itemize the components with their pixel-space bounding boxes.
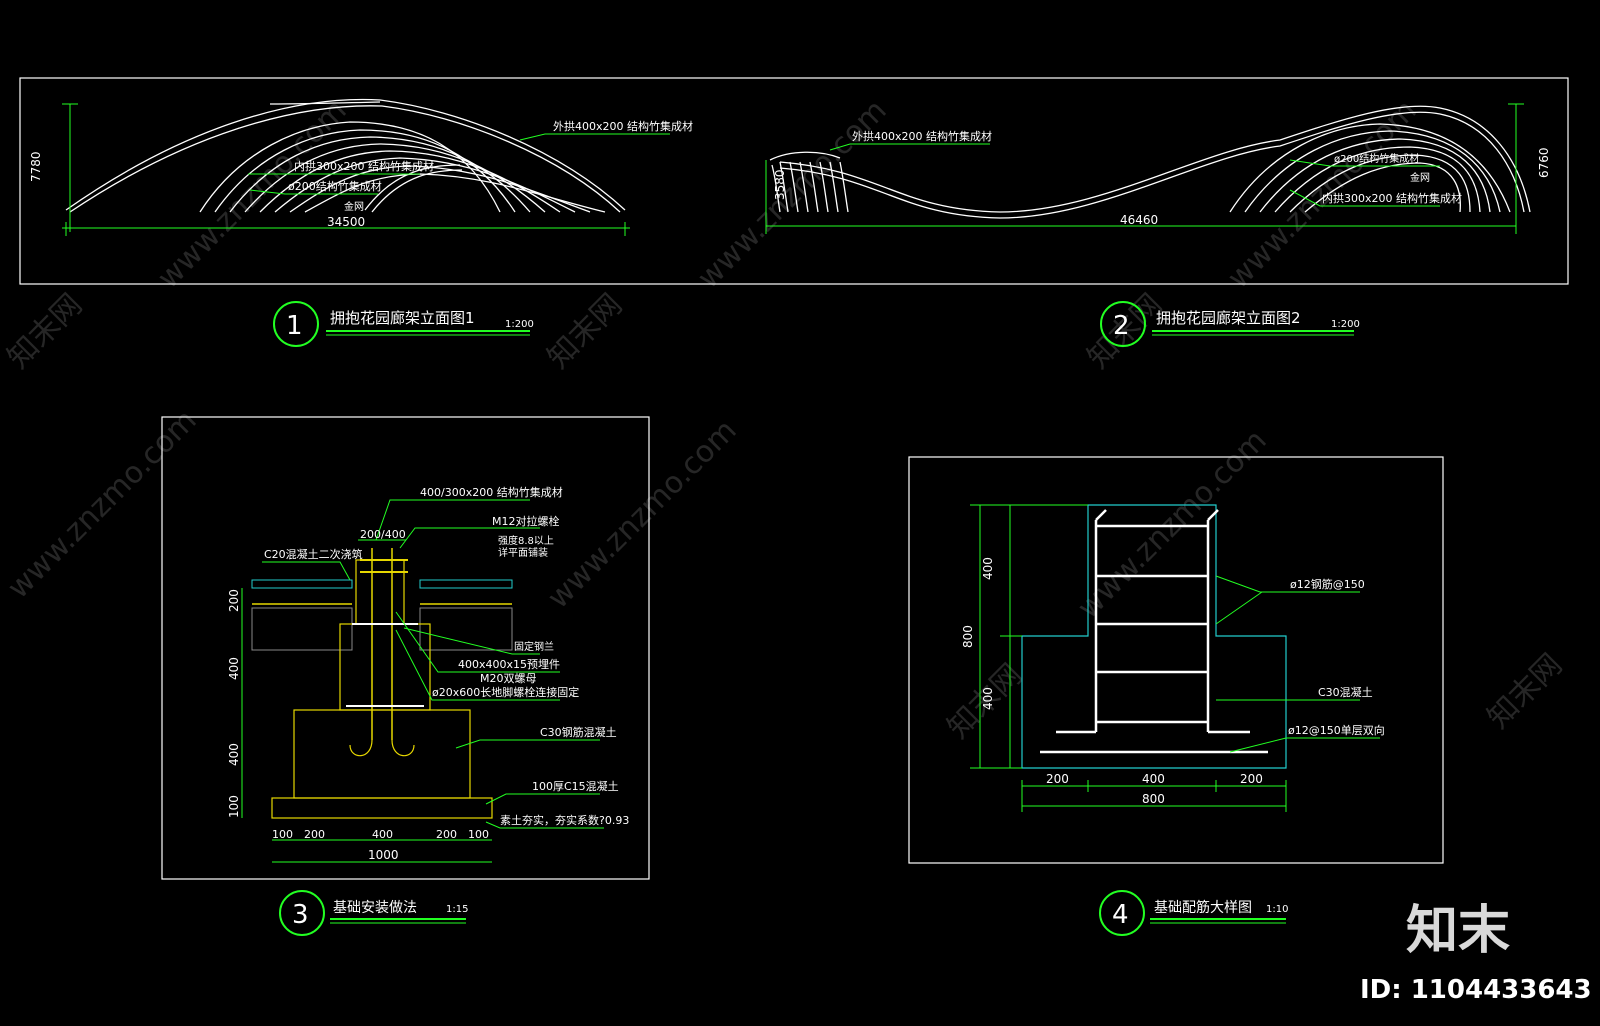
brand-logo: 知末 [1406, 901, 1510, 961]
drawing-3-label-grade: 强度8.8以上 [498, 534, 554, 547]
drawing-3-label-member: 400/300x200 结构竹集成材 [420, 485, 563, 499]
drawing-4-dim-total: 800 [1142, 792, 1165, 806]
drawing-4-dim-h-200a: 200 [1046, 772, 1069, 786]
title-block-2: 2 拥抱花园廊架立面图2 1:200 [1100, 301, 1360, 347]
watermark-site-2: www.znzmo.com [691, 93, 894, 296]
drawing-3-label-c20: C20混凝土二次浇筑 [264, 547, 363, 561]
drawing-1-height-dim: 7780 [29, 151, 43, 182]
drawing-3-dim-h-200a: 200 [304, 828, 325, 841]
drawing-1-outer-arch [65, 98, 626, 213]
watermark-brand-5: 知末网 [1481, 647, 1569, 735]
title-4-text: 基础配筋大样图 [1154, 899, 1252, 916]
drawing-2-width-dim: 46460 [1120, 213, 1158, 227]
title-1-number: 1 [286, 311, 303, 341]
drawing-2-height-left-dim: 3580 [773, 169, 787, 200]
watermark-site-5: www.znzmo.com [541, 413, 744, 616]
drawing-3-label-plate: 400x400x15预埋件 [458, 658, 560, 671]
watermark-site-6: www.znzmo.com [1071, 423, 1274, 626]
drawing-1-inner-arches [199, 121, 606, 213]
drawing-3-dim-h-100b: 100 [468, 828, 489, 841]
drawing-4-rebar-cage [1040, 509, 1268, 754]
drawing-3-dim-h-200b: 200 [436, 828, 457, 841]
drawing-3-gravel-left [251, 607, 353, 651]
image-id-label: ID: 1104433643 [1360, 975, 1592, 1005]
drawing-1-2-frame [19, 77, 1569, 285]
drawing-4-rebar-detail: 400 400 800 200 400 200 800 ø12钢筋@150 C3… [908, 456, 1444, 864]
drawing-3-label-c30: C30钢筋混凝土 [540, 725, 617, 739]
title-2-number: 2 [1113, 311, 1130, 341]
drawing-1-label-pipe: ø200结构竹集成材 [288, 179, 382, 193]
drawing-4-label-concrete: C30混凝土 [1318, 685, 1373, 699]
drawing-3-label-soil: 素土夯实，夯实系数?0.93 [500, 813, 629, 827]
drawing-4-label-rebar: ø12钢筋@150 [1290, 577, 1365, 591]
title-block-4: 4 基础配筋大样图 1:10 [1099, 890, 1288, 936]
drawing-3-label-finish: 详平面铺装 [498, 546, 548, 559]
drawing-3-label-m20: M20双螺母 [480, 672, 537, 685]
drawing-3-dim-v-400a: 400 [227, 657, 241, 680]
drawing-3-label-anchor: ø20x600长地脚螺栓连接固定 [432, 685, 579, 699]
drawing-2-wave-top [779, 105, 1531, 213]
drawing-1-label-steel: 金网 [344, 200, 364, 213]
drawing-3-footing [293, 709, 471, 799]
drawing-3-label-c15: 100厚C15混凝土 [532, 779, 619, 793]
drawing-2-wave-bottom [779, 111, 1525, 219]
drawing-2-label-inner: 内拱300x200 结构竹集成材 [1322, 191, 1462, 205]
drawing-2-elevation: 46460 3580 6760 外拱400x200 结构竹集成材 ø200结构竹… [765, 103, 1551, 234]
drawing-3-post-base [355, 559, 405, 625]
drawing-1-label-outer: 外拱400x200 结构竹集成材 [553, 119, 693, 133]
drawing-3-dim-total: 1000 [368, 848, 399, 862]
drawing-4-frame [908, 456, 1444, 864]
drawing-2-label-steel: 金网 [1410, 171, 1430, 184]
drawing-4-concrete-outline [1021, 504, 1287, 769]
drawing-3-dim-v-200: 200 [227, 589, 241, 612]
drawing-3-label-size: 200/400 [360, 528, 406, 541]
title-2-text: 拥抱花园廊架立面图2 [1156, 309, 1301, 327]
drawing-3-dim-h-400: 400 [372, 828, 393, 841]
drawing-3-frame [161, 416, 650, 880]
drawing-3-dim-v-400b: 400 [227, 743, 241, 766]
drawing-4-label-bottom: ø12@150单层双向 [1288, 723, 1385, 737]
title-4-scale: 1:10 [1266, 904, 1288, 915]
drawing-1-width-dim: 34500 [327, 215, 365, 229]
drawing-4-dim-v-400b: 400 [981, 687, 995, 710]
watermark-site-4: www.znzmo.com [1, 403, 204, 606]
drawing-1-small-arch-2 [371, 169, 463, 213]
title-3-number: 3 [292, 900, 309, 930]
drawing-3-label-flange: 固定钢兰 [514, 640, 554, 653]
drawing-3-dim-v-100: 100 [227, 795, 241, 818]
drawing-3-dim-h-100a: 100 [272, 828, 293, 841]
drawing-4-dim-h-400: 400 [1142, 772, 1165, 786]
drawing-3-gravel-right [419, 607, 513, 651]
drawing-2-label-outer: 外拱400x200 结构竹集成材 [852, 129, 992, 143]
title-3-scale: 1:15 [446, 904, 468, 915]
drawing-2-right-arches [1229, 123, 1511, 213]
watermark-brand-2: 知末网 [541, 287, 629, 375]
drawing-3-pier [339, 623, 431, 711]
title-1-text: 拥抱花园廊架立面图1 [330, 309, 475, 327]
drawing-1-small-arch [364, 164, 461, 211]
drawing-3-c15-slab [271, 797, 493, 819]
drawing-3-label-bolt: M12对拉螺栓 [492, 514, 560, 528]
drawing-4-dim-v-total: 800 [961, 625, 975, 648]
drawing-3-foundation-install: 200 400 400 100 100 200 400 200 100 1000… [161, 416, 650, 880]
drawing-2-left-bundle [769, 151, 849, 213]
drawing-2-height-right-dim: 6760 [1537, 147, 1551, 178]
title-2-scale: 1:200 [1331, 319, 1360, 330]
title-block-3: 3 基础安装做法 1:15 [279, 890, 468, 936]
title-1-scale: 1:200 [505, 319, 534, 330]
drawing-2-label-pipe: ø200结构竹集成材 [1334, 152, 1419, 165]
watermark-brand-1: 知末网 [1, 287, 89, 375]
title-4-number: 4 [1112, 900, 1129, 930]
drawing-4-dim-v-400a: 400 [981, 557, 995, 580]
title-3-text: 基础安装做法 [333, 899, 417, 916]
drawing-1-elevation: 7780 34500 外拱400x200 结构竹集成材 内拱300x200 结构… [19, 77, 1569, 285]
drawing-4-dim-h-200b: 200 [1240, 772, 1263, 786]
title-block-1: 1 拥抱花园廊架立面图1 1:200 [273, 301, 534, 347]
drawing-1-label-inner: 内拱300x200 结构竹集成材 [294, 159, 434, 173]
